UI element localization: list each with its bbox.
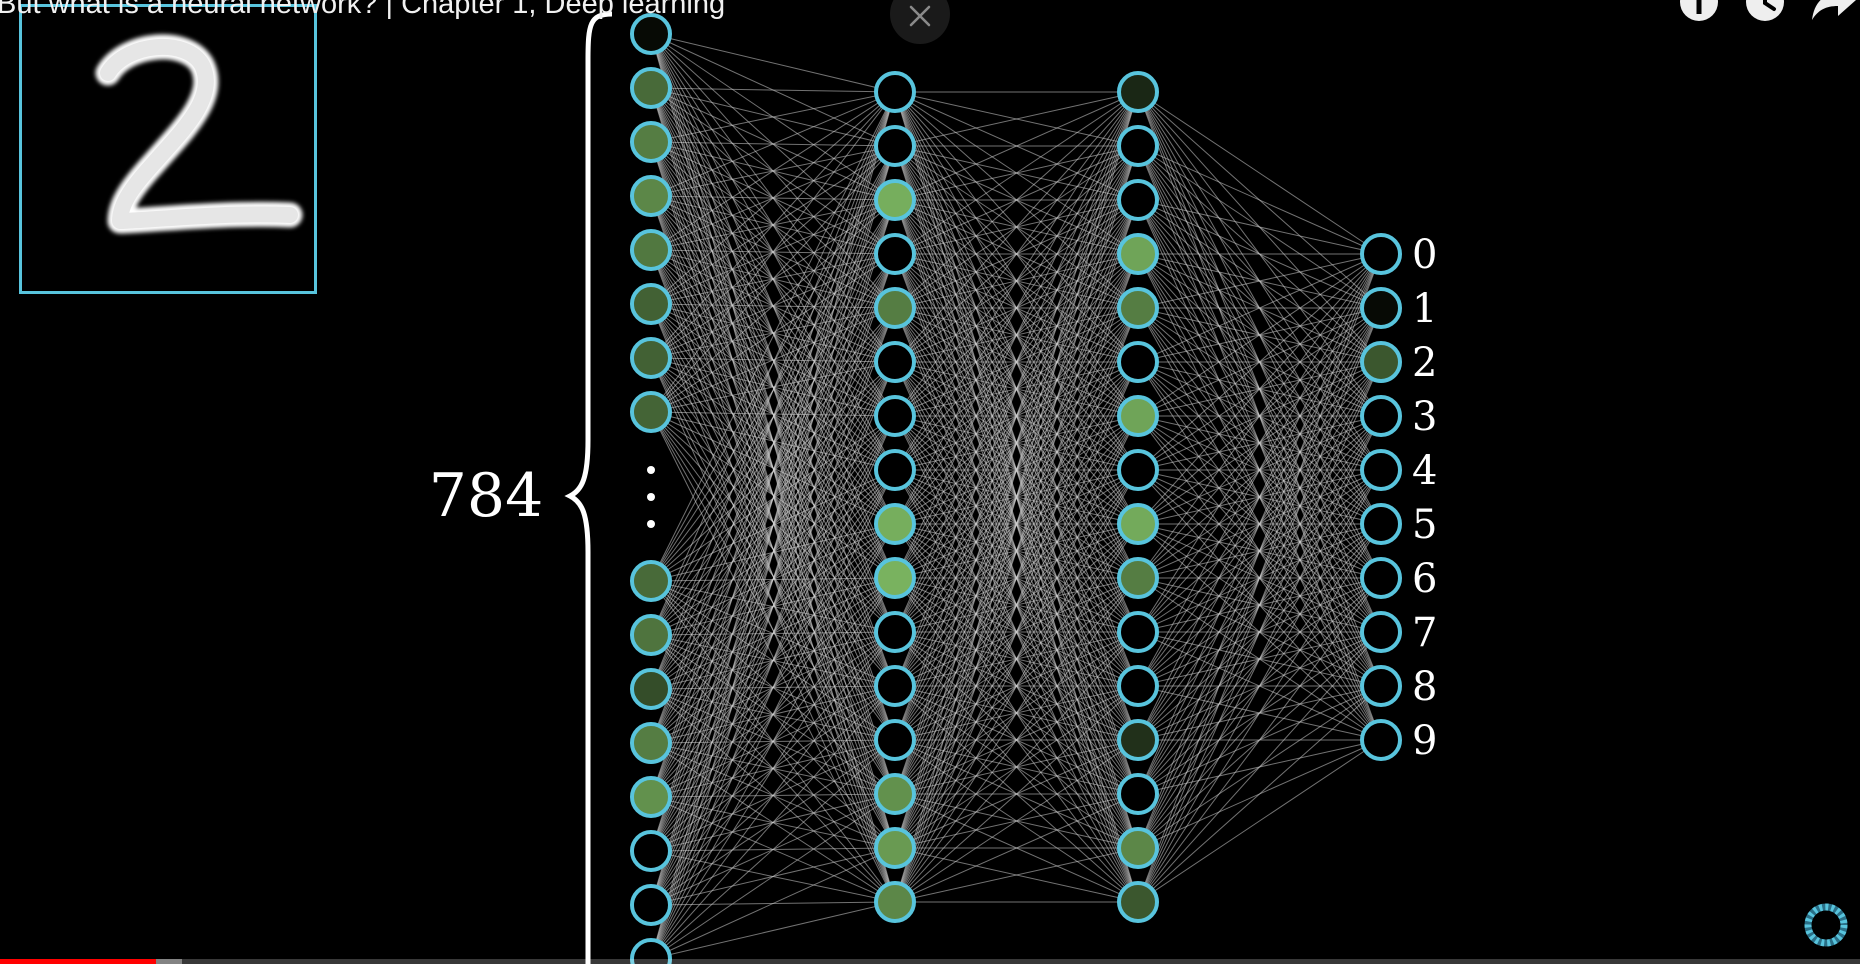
- output-neuron: [1360, 341, 1402, 383]
- input-neuron: [630, 175, 672, 217]
- hidden-layer-1-neuron: [874, 665, 916, 707]
- output-neuron: [1360, 665, 1402, 707]
- input-neuron: [630, 668, 672, 710]
- hidden-layer-1-neuron: [874, 503, 916, 545]
- output-label: 7: [1412, 610, 1437, 656]
- hidden-layer-2-neuron: [1117, 233, 1159, 275]
- info-button[interactable]: [1679, 0, 1719, 22]
- input-neuron: [630, 614, 672, 656]
- output-label: 5: [1412, 502, 1437, 548]
- watch-later-button[interactable]: [1745, 0, 1785, 22]
- input-neuron: [630, 121, 672, 163]
- hidden-layer-2-neuron: [1117, 179, 1159, 221]
- ellipsis-dot: [647, 466, 655, 474]
- share-button[interactable]: [1810, 0, 1858, 22]
- output-neuron: [1360, 611, 1402, 653]
- hidden-layer-2-neuron: [1117, 395, 1159, 437]
- output-label: 8: [1412, 664, 1437, 710]
- hidden-layer-2-neuron: [1117, 719, 1159, 761]
- hidden-layer-2-neuron: [1117, 287, 1159, 329]
- hidden-layer-2-neuron: [1117, 125, 1159, 167]
- hidden-layer-1-neuron: [874, 287, 916, 329]
- hidden-layer-1-neuron: [874, 719, 916, 761]
- connection-lines: [650, 33, 1382, 960]
- output-neuron: [1360, 287, 1402, 329]
- hidden-layer-2-neuron: [1117, 341, 1159, 383]
- output-label: 1: [1412, 286, 1437, 332]
- progress-played: [0, 959, 157, 964]
- hidden-layer-1-neuron: [874, 449, 916, 491]
- input-neuron: [630, 560, 672, 602]
- input-neuron: [630, 722, 672, 764]
- input-neuron: [630, 391, 672, 433]
- input-neuron: [630, 283, 672, 325]
- hidden-layer-2-neuron: [1117, 827, 1159, 869]
- hidden-layer-1-neuron: [874, 341, 916, 383]
- progress-loaded: [156, 959, 183, 964]
- output-neuron: [1360, 449, 1402, 491]
- input-neuron: [630, 884, 672, 926]
- share-icon: [1812, 0, 1856, 20]
- output-label: 0: [1412, 232, 1437, 278]
- hidden-layer-1-neuron: [874, 233, 916, 275]
- hidden-layer-2-neuron: [1117, 557, 1159, 599]
- info-icon: [1680, 0, 1718, 21]
- hidden-layer-1-neuron: [874, 395, 916, 437]
- output-label: 9: [1412, 718, 1437, 764]
- input-neuron: [630, 938, 672, 964]
- hidden-layer-1-neuron: [874, 179, 916, 221]
- ellipsis-dot: [647, 493, 655, 501]
- output-neuron: [1360, 503, 1402, 545]
- hidden-layer-1-neuron: [874, 881, 916, 923]
- hidden-layer-1-neuron: [874, 827, 916, 869]
- input-neuron: [630, 776, 672, 818]
- input-count-label: 784: [429, 461, 544, 531]
- progress-bar[interactable]: [0, 959, 1860, 964]
- ellipsis-dot: [647, 520, 655, 528]
- hidden-layer-1-neuron: [874, 611, 916, 653]
- input-neuron: [630, 67, 672, 109]
- hidden-layer-1-neuron: [874, 71, 916, 113]
- hidden-layer-2-neuron: [1117, 449, 1159, 491]
- hidden-layer-2-neuron: [1117, 881, 1159, 923]
- hidden-layer-2-neuron: [1117, 665, 1159, 707]
- input-neuron: [630, 830, 672, 872]
- hidden-layer-1-neuron: [874, 557, 916, 599]
- output-neuron: [1360, 557, 1402, 599]
- loading-spinner-icon: [1804, 903, 1848, 947]
- video-title[interactable]: But what is a neural network? | Chapter …: [0, 0, 726, 20]
- close-icon: [909, 5, 931, 27]
- input-layer-brace: [564, 11, 613, 964]
- clock-icon: [1746, 0, 1784, 21]
- input-digit-image: [19, 4, 317, 294]
- output-neuron: [1360, 719, 1402, 761]
- input-neuron: [630, 13, 672, 55]
- output-label: 4: [1412, 448, 1437, 494]
- input-neuron: [630, 229, 672, 271]
- hidden-layer-2-neuron: [1117, 773, 1159, 815]
- hidden-layer-1-neuron: [874, 773, 916, 815]
- hidden-layer-2-neuron: [1117, 71, 1159, 113]
- output-neuron: [1360, 233, 1402, 275]
- hidden-layer-2-neuron: [1117, 503, 1159, 545]
- output-label: 2: [1412, 340, 1437, 386]
- input-neuron: [630, 337, 672, 379]
- hidden-layer-2-neuron: [1117, 611, 1159, 653]
- output-neuron: [1360, 395, 1402, 437]
- hidden-layer-1-neuron: [874, 125, 916, 167]
- output-label: 6: [1412, 556, 1437, 602]
- output-label: 3: [1412, 394, 1437, 440]
